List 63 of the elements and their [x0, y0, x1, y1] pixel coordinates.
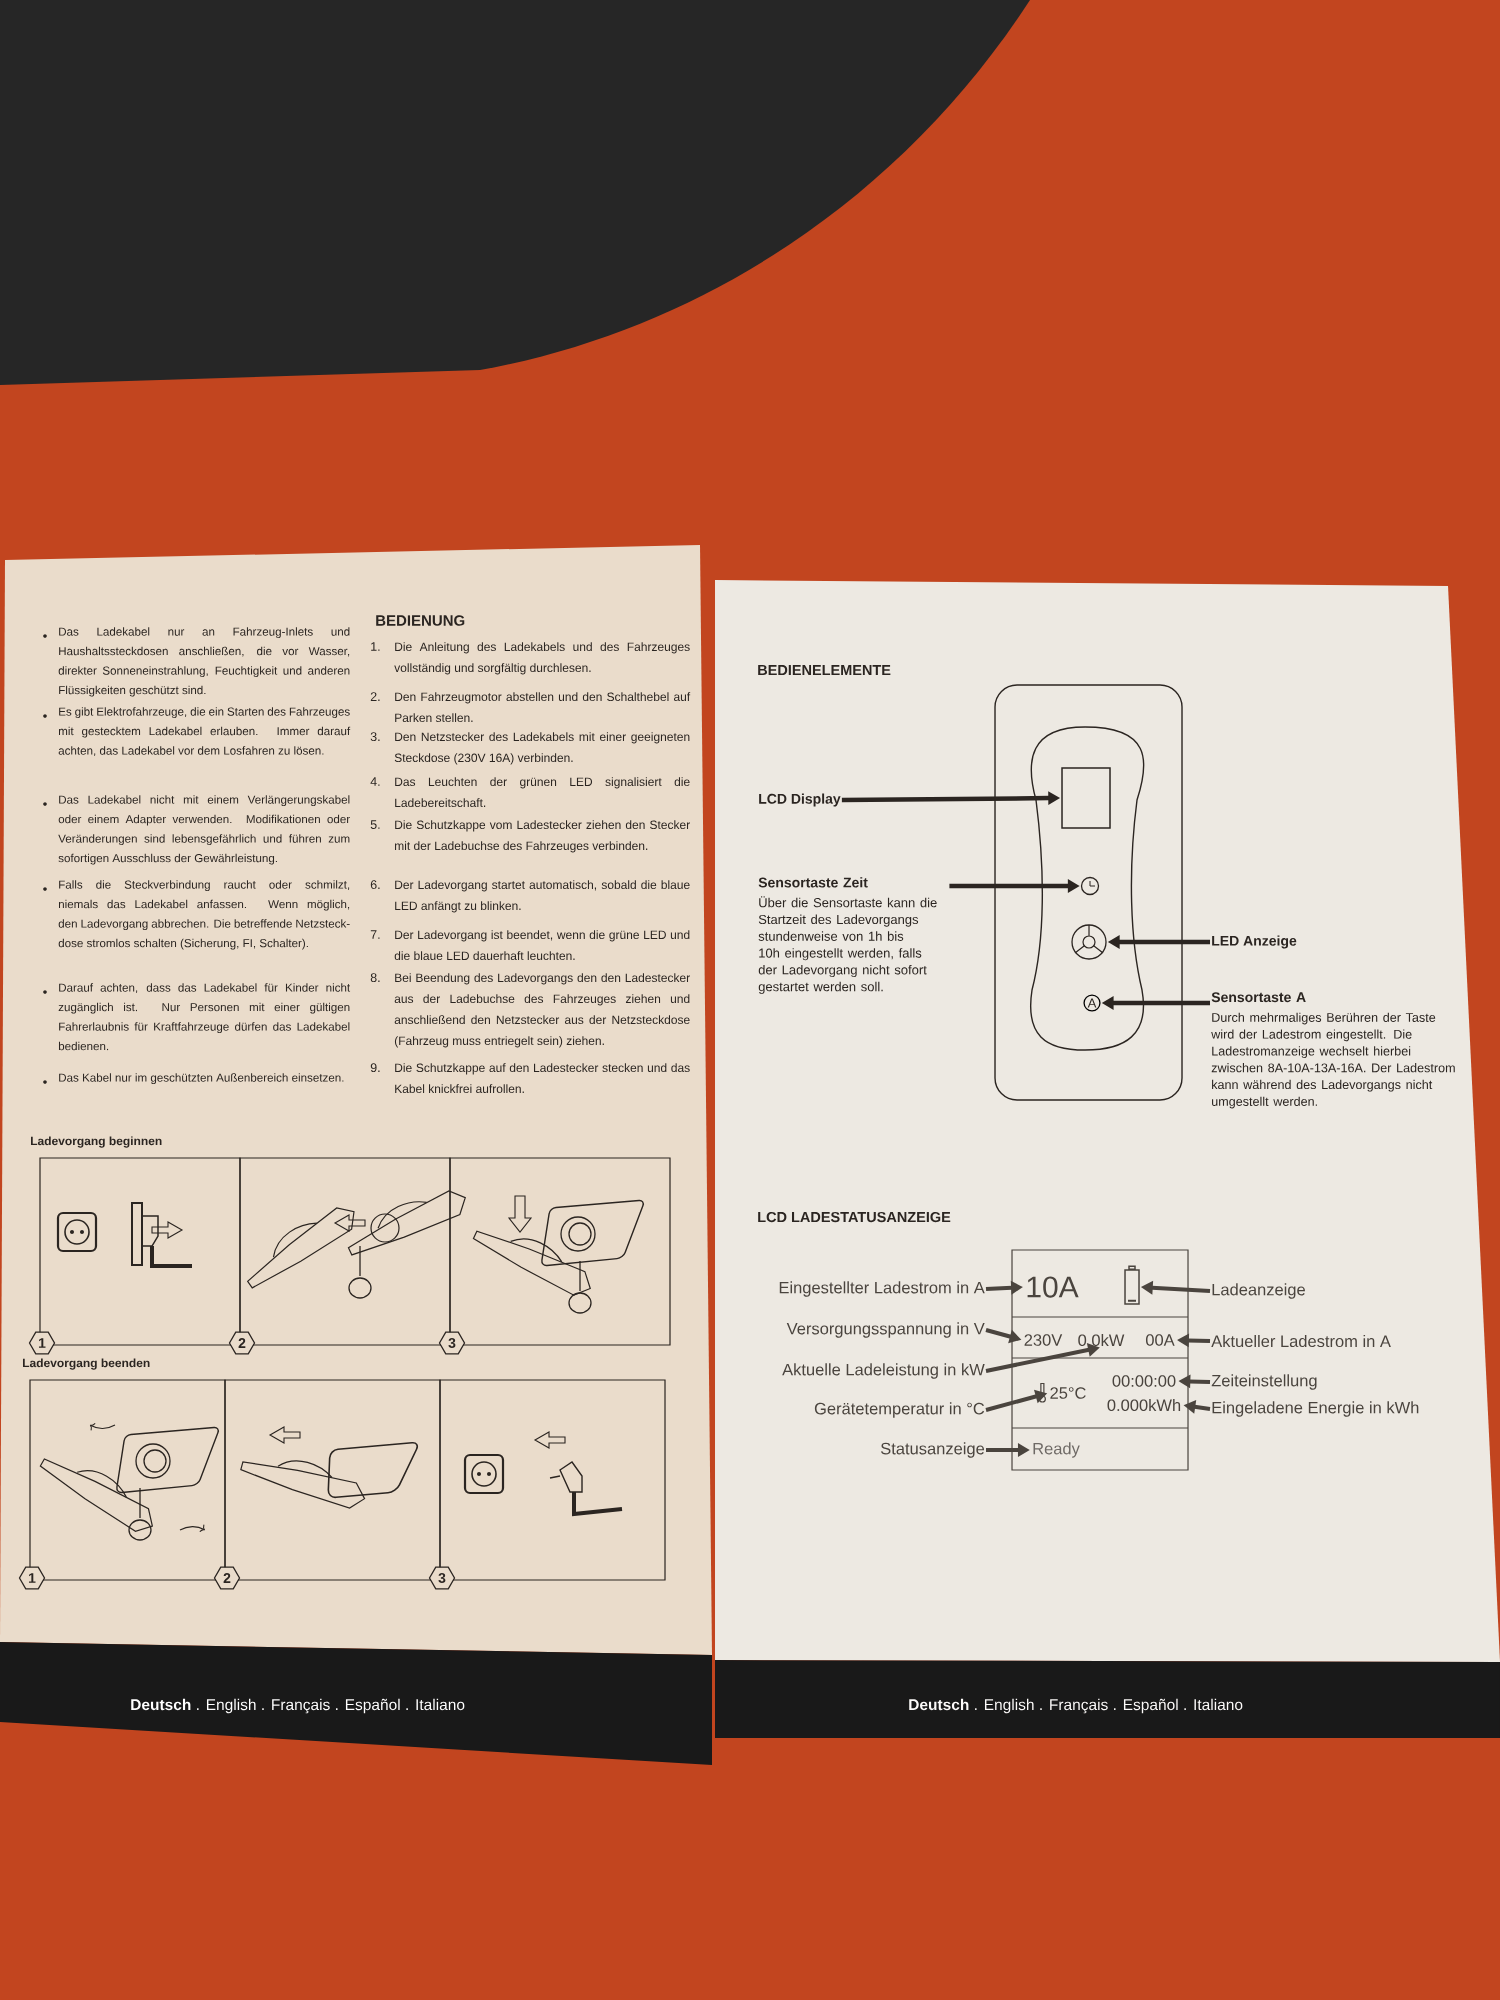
- list-item: Der Ladevorgang startet automatisch, sobald die blaue LED anfängt zu blinken.: [395, 880, 690, 913]
- step-number: 1: [28, 1331, 56, 1355]
- step-number: 3: [438, 1331, 466, 1355]
- callout-label: Eingestellter Ladestrom in A: [779, 1281, 985, 1297]
- list-item: Die Schutzkappe vom Ladestecker ziehen den Stecker mit der Ladebuchse des Fahrzeuges verbinden.: [395, 820, 690, 853]
- list-item: Den Netzstecker des Ladekabels mit einer geeigneten Steckdose (230V 16A) verbinden.: [394, 732, 690, 765]
- display-readout: 230V: [1024, 1334, 1063, 1346]
- bullet-text: Darauf achten, dass das Ladekabel für Kinder nicht zugänglich ist. Nur Personen mit einer gültigen Fahrerlaubnis für Kraftfahrzeuge dürfen das Ladekabel bedienen.: [58, 983, 351, 1051]
- item-number: 5.: [370, 820, 380, 829]
- item-number: 4.: [370, 777, 380, 786]
- language-list: Deutsch . English . Français . Español . Italiano: [131, 1698, 465, 1714]
- list-item: Die Schutzkappe auf den Ladestecker stecken und das Kabel knickfrei aufrollen.: [395, 1063, 690, 1093]
- display-readout: 0.0kW: [1078, 1333, 1125, 1347]
- sensor-button: A: [1083, 994, 1101, 1012]
- callout-label: Statusanzeige: [881, 1442, 985, 1458]
- callout-text: Sensortaste A Durch mehrmaliges Berühren der Taste wird der Ladestrom eingestellt. Die Ladestromanzeige wechselt hierbei zwischen 8A-10A-13A-16A. Der Ladestrom kann während des Ladevorgangs nicht umgestellt werden.: [1211, 992, 1455, 1109]
- section-heading: BEDIENUNG: [376, 615, 465, 626]
- bullet-text: Es gibt Elektrofahrzeuge, die ein Starten des Fahrzeuges mit gestecktem Ladekabel erlauben. Immer darauf achten, das Ladekabel vor dem Losfahren zu lösen.: [58, 707, 351, 757]
- list-item: Der Ladevorgang ist beendet, wenn die grüne LED und die blaue LED dauerhaft leuchten.: [394, 930, 690, 960]
- callout-label: Eingeladene Energie in kWh: [1212, 1401, 1419, 1417]
- item-number: 8.: [370, 973, 380, 983]
- section-heading: LCD LADESTATUSANZEIGE: [758, 1211, 951, 1223]
- bullet-text: Das Ladekabel nicht mit einem Verlängerungskabel oder einem Adapter verwenden. Modifikationen oder Veränderungen sind lebensgefährlich und führen zum sofortigen Ausschluss der Gewährleistung.: [58, 795, 350, 865]
- list-item: Bei Beendung des Ladevorgangs den den Ladestecker aus der Ladebuchse des Fahrzeuges ziehen und anschließend den Netzstecker aus der Netzsteckdose (Fahrzeug muss entriegelt sein) ziehen.: [394, 973, 690, 1048]
- list-item: Den Fahrzeugmotor abstellen und den Schalthebel auf Parken stellen.: [395, 692, 691, 722]
- section-heading: BEDIENELEMENTE: [758, 665, 891, 675]
- step-number: 3: [428, 1566, 456, 1590]
- item-number: 6.: [370, 880, 380, 890]
- callout-label: Versorgungsspannung in V: [786, 1322, 985, 1338]
- step-number: 2: [213, 1566, 241, 1590]
- bullet-text: Das Kabel nur im geschützten Außenbereich einsetzen.: [59, 1073, 344, 1085]
- callout-label: Aktueller Ladestrom in A: [1211, 1334, 1391, 1348]
- item-number: 2.: [370, 692, 380, 701]
- language-list: Deutsch . English . Français . Español . Italiano: [909, 1698, 1243, 1714]
- display-readout: 00:00:00: [1112, 1375, 1176, 1387]
- callout-label: Zeiteinstellung: [1211, 1374, 1317, 1390]
- callout-label: Aktuelle Ladeleistung in kW: [782, 1363, 985, 1379]
- callout-label: LED Anzeige: [1212, 935, 1297, 949]
- clock-icon: [1080, 876, 1100, 896]
- display-readout: 0.000kWh: [1107, 1398, 1181, 1412]
- led-icon: [1071, 924, 1107, 960]
- panel-heading: Ladevorgang beginnen: [31, 1136, 162, 1148]
- display-readout: 25°C: [1038, 1382, 1086, 1403]
- item-number: 1.: [371, 642, 380, 651]
- display-readout: 00A: [1146, 1334, 1175, 1346]
- step-number: 2: [228, 1331, 256, 1355]
- item-number: 9.: [370, 1063, 380, 1073]
- callout-text: Sensortaste Zeit Über die Sensortaste kann die Startzeit des Ladevorgangs stundenweise von 1h bis 10h eingestellt werden, falls der Ladevorgang nicht sofort gestartet werden soll.: [758, 877, 937, 994]
- bullet-text: Das Ladekabel nur an Fahrzeug-Inlets und Haushaltssteckdosen anschließen, die vor Wasser, direkter Sonneneinstrahlung, Feuchtigkeit und anderen Flüssigkeiten geschützt sind.: [58, 627, 350, 697]
- item-number: 7.: [370, 930, 380, 939]
- status-readout: Ready: [1033, 1442, 1080, 1458]
- panel-heading: Ladevorgang beenden: [23, 1358, 150, 1370]
- callout-label: Ladeanzeige: [1212, 1283, 1305, 1299]
- callout-label: LCD Display: [759, 793, 841, 807]
- bullet-text: Falls die Steckverbindung raucht oder schmilzt, niemals das Ladekabel anfassen. Wenn möglich, den Ladevorgang abbrechen. Die betreffende Netzsteck-dose stromlos schalten (Sicherung, FI, Schalter).: [58, 880, 350, 950]
- list-item: Die Anleitung des Ladekabels und des Fahrzeuges vollständig und sorgfältig durchlesen.: [394, 642, 690, 675]
- step-number: 1: [18, 1566, 46, 1590]
- display-readout: 10A: [1027, 1276, 1079, 1298]
- list-item: Das Leuchten der grünen LED signalisiert die Ladebereitschaft.: [395, 777, 690, 807]
- item-number: 3.: [370, 732, 380, 742]
- callout-label: Gerätetemperatur in °C: [814, 1402, 985, 1418]
- display-window: [1061, 767, 1111, 829]
- battery-icon: [1124, 1265, 1140, 1305]
